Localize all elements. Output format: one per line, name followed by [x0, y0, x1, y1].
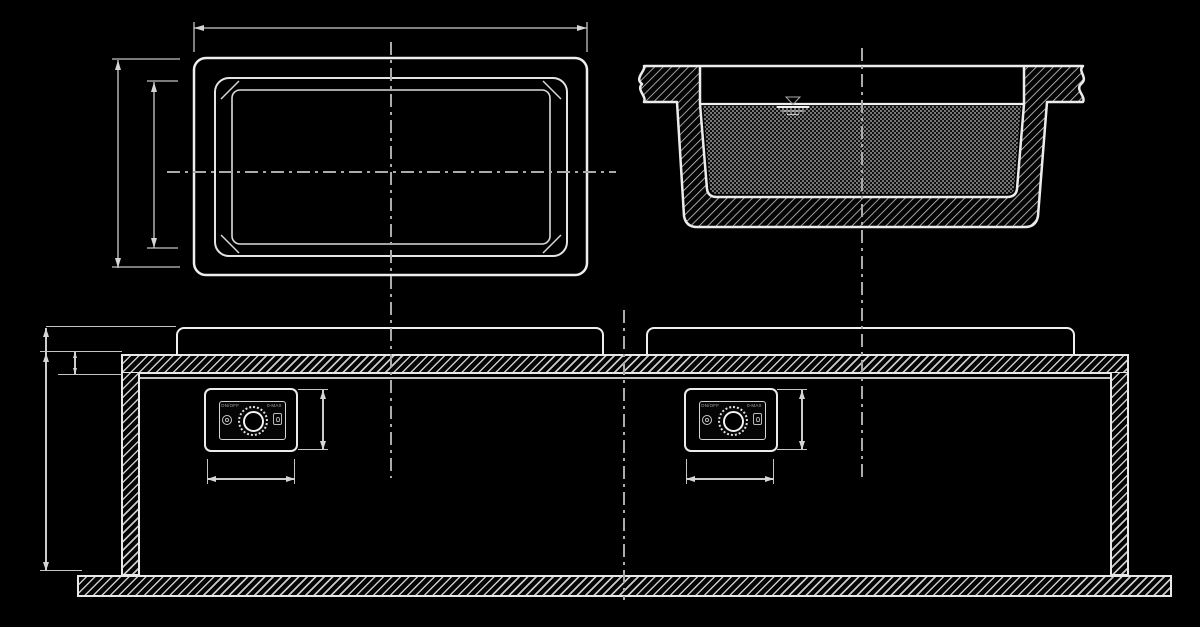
arrowhead [320, 390, 326, 399]
dim-line-panel-width [686, 478, 774, 480]
arrowhead [43, 562, 49, 571]
counter-top [121, 354, 1129, 374]
panel-label-power: ON/OFF [701, 403, 720, 408]
panel-label-range: 0-MAX [747, 403, 762, 408]
centerline-right-basin [861, 48, 863, 478]
power-indicator-icon [702, 415, 712, 425]
extension-line [58, 374, 122, 376]
arrowhead [286, 476, 295, 482]
panel-label-range: 0-MAX [267, 403, 282, 408]
arrowhead [151, 238, 157, 248]
flame-glyph [276, 417, 280, 422]
arrowhead [207, 476, 216, 482]
arrowhead [115, 258, 121, 268]
knob-knurl-ring [238, 406, 268, 436]
extension-line [686, 459, 688, 484]
plan-view [112, 22, 589, 277]
dim-line-panel-width [207, 478, 295, 480]
arrowhead [43, 353, 49, 362]
cabinet-inner-line [140, 377, 1110, 379]
dim-line-panel-height [322, 390, 324, 450]
indicator-dot [225, 418, 229, 422]
plan-dim-outer-height [112, 58, 180, 268]
extension-line [298, 449, 328, 451]
extension-line [46, 326, 176, 328]
plan-dim-width [193, 22, 588, 52]
plan-dim-inner-height [147, 80, 178, 249]
control-panel-left: ON/OFF 0-MAX [204, 388, 298, 452]
water-level-icon [777, 96, 809, 116]
temperature-knob [722, 410, 744, 432]
heat-icon [753, 413, 762, 425]
arrowhead [151, 82, 157, 92]
arrowhead [194, 25, 204, 31]
arrowhead [799, 390, 805, 399]
arrowhead [799, 441, 805, 450]
centerline-unit [623, 310, 625, 600]
extension-line [294, 459, 296, 484]
arrowhead [73, 368, 77, 374]
arrowhead [115, 60, 121, 70]
indicator-dot [705, 418, 709, 422]
dim-line-panel-height [801, 390, 803, 450]
arrowhead [765, 476, 774, 482]
flame-glyph [756, 417, 760, 422]
panel-label-power: ON/OFF [221, 403, 240, 408]
temperature-knob [242, 410, 264, 432]
dim-line-total-height [45, 328, 47, 571]
extension-line [773, 459, 775, 484]
elevation-lip-right [646, 327, 1075, 356]
arrowhead [43, 328, 49, 337]
knob-knurl-ring [718, 406, 748, 436]
arrowhead [686, 476, 695, 482]
power-indicator-icon [222, 415, 232, 425]
cabinet-wall-left [121, 373, 140, 576]
extension-line [207, 459, 209, 484]
arrowhead [320, 441, 326, 450]
centerline-plan-horizontal [167, 171, 616, 173]
centerline-left-basin [390, 42, 392, 478]
arrowhead [577, 25, 587, 31]
basin-walls [637, 64, 1086, 229]
section-view [637, 64, 1086, 229]
cabinet-wall-right [1110, 373, 1129, 576]
extension-line [777, 389, 807, 391]
dim-line-counter-thickness [74, 352, 76, 374]
extension-line [40, 570, 82, 572]
extension-line [298, 389, 328, 391]
extension-line [40, 351, 122, 353]
arrowhead [73, 352, 77, 358]
control-panel-right: ON/OFF 0-MAX [684, 388, 778, 452]
heat-icon [273, 413, 282, 425]
plan-rim-chamfers [220, 80, 562, 254]
extension-line [777, 449, 807, 451]
